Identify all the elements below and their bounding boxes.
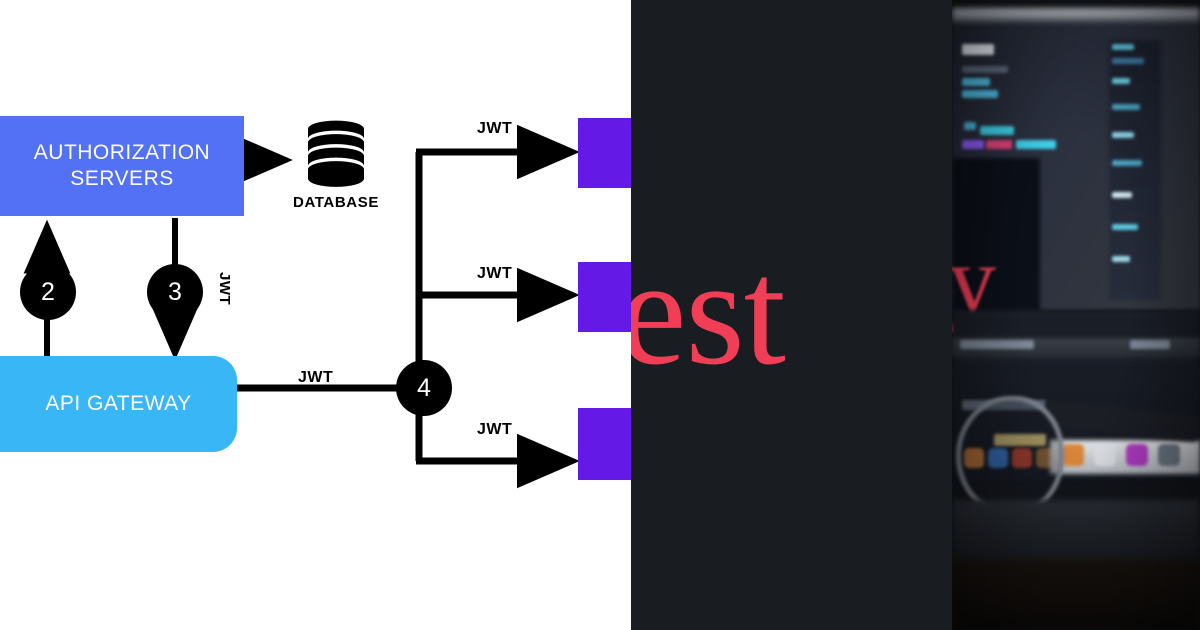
step-marker-4[interactable]: 4 [396, 360, 452, 416]
edge-label-jwt-top: JWT [477, 120, 513, 137]
blurred-photo-panel: y [952, 0, 1200, 630]
edge-label-jwt-middle: JWT [477, 265, 513, 282]
node-authorization-servers[interactable]: AUTHORIZATION SERVERS [0, 116, 244, 216]
node-service-middle[interactable] [578, 262, 631, 332]
diagram-connectors [23, 124, 580, 489]
node-database[interactable]: DATABASE [288, 120, 384, 220]
step-marker-2[interactable]: 2 [20, 264, 76, 320]
step-marker-3[interactable]: 3 [147, 264, 203, 320]
edge-label-jwt-bottom: JWT [477, 421, 513, 438]
dark-text-panel: est [631, 0, 952, 630]
dark-panel-word: est [631, 228, 786, 396]
photo-scene: y [952, 0, 1200, 630]
node-service-bottom[interactable] [578, 408, 631, 480]
database-cylinder-icon [308, 120, 364, 187]
node-api-gateway[interactable]: API GATEWAY [0, 356, 237, 452]
database-label: DATABASE [293, 194, 379, 211]
architecture-diagram-panel: AUTHORIZATION SERVERS DATABASE API GATEW… [0, 116, 631, 489]
edge-label-jwt-gateway-to-fanout: JWT [298, 369, 334, 386]
edge-label-jwt-auth-to-gateway: JWT [216, 272, 233, 306]
node-service-top[interactable] [578, 118, 631, 188]
photo-vignette [952, 0, 1200, 630]
